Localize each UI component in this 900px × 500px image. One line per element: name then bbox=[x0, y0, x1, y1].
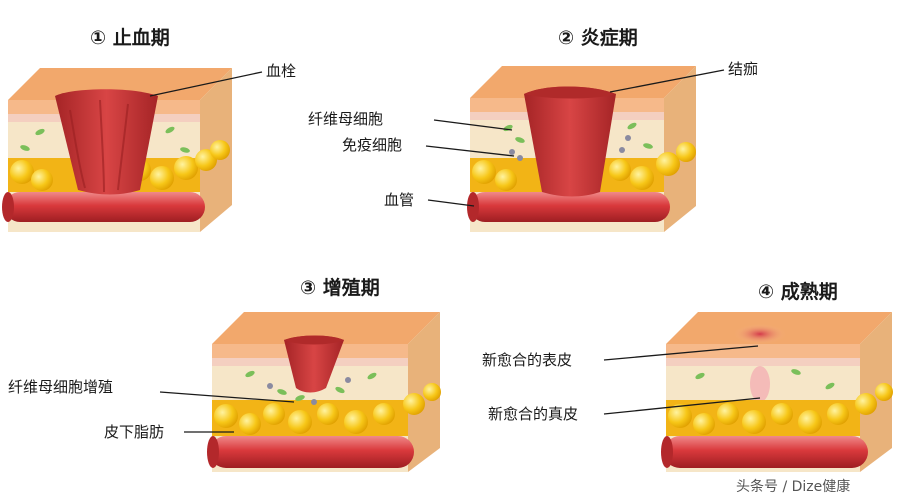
panel-4-title: ④ 成熟期 bbox=[758, 280, 838, 303]
skin-top-surface bbox=[212, 312, 440, 344]
label-blood-vessel: 血管 bbox=[384, 191, 414, 209]
leader-line bbox=[603, 345, 759, 361]
label-immune-cell: 免疫细胞 bbox=[342, 136, 402, 154]
label-fibroblast-proliferation: 纤维母细胞增殖 bbox=[8, 378, 113, 396]
label-thrombus: 血栓 bbox=[266, 62, 296, 80]
fat-layer bbox=[666, 383, 893, 436]
fat-layer bbox=[212, 383, 441, 436]
skin-top-surface bbox=[8, 68, 232, 100]
proliferating-fibroblasts bbox=[245, 370, 377, 401]
panel-1-hemostasis: ① 止血期 bbox=[2, 26, 296, 232]
label-scab: 结痂 bbox=[728, 60, 758, 78]
panel-3-title: ③ 增殖期 bbox=[300, 276, 380, 299]
scab bbox=[284, 335, 344, 345]
new-dermis-area bbox=[750, 366, 770, 402]
blood-vessel bbox=[470, 192, 670, 222]
panel-3-proliferation: ③ 增殖期 bbox=[8, 276, 441, 472]
leader-line bbox=[609, 69, 725, 93]
leader-line bbox=[433, 119, 513, 131]
fibroblast-cells bbox=[20, 126, 190, 153]
skin-block bbox=[661, 312, 893, 472]
leader-line bbox=[427, 199, 475, 207]
panel-2-title: ② 炎症期 bbox=[558, 26, 638, 49]
leader-line bbox=[425, 145, 515, 157]
shrinking-wound bbox=[284, 335, 344, 393]
label-new-epidermis: 新愈合的表皮 bbox=[482, 351, 572, 369]
skin-block bbox=[207, 312, 441, 472]
skin-block bbox=[467, 66, 696, 232]
leader-line bbox=[159, 391, 295, 403]
label-fibroblast: 纤维母细胞 bbox=[308, 110, 383, 128]
panel-4-maturation: ④ 成熟期 bbox=[482, 280, 893, 472]
fibroblast-cells bbox=[695, 369, 835, 390]
leader-line bbox=[149, 71, 263, 97]
immune-cells bbox=[267, 377, 351, 405]
label-new-dermis: 新愈合的真皮 bbox=[488, 405, 578, 423]
healed-scar bbox=[734, 324, 786, 344]
panel-2-inflammation: ② 炎症期 bbox=[308, 26, 758, 232]
wound-clot bbox=[524, 86, 616, 197]
blood-vessel bbox=[210, 436, 414, 468]
watermark: 头条号 / Dize健康 bbox=[736, 478, 850, 495]
epidermis-layer bbox=[666, 344, 860, 358]
blood-vessel bbox=[5, 192, 205, 222]
label-subcutaneous-fat: 皮下脂肪 bbox=[104, 423, 164, 441]
skin-block bbox=[2, 68, 232, 232]
panel-1-title: ① 止血期 bbox=[90, 26, 170, 49]
blood-vessel bbox=[664, 436, 868, 468]
immune-cells bbox=[509, 135, 631, 161]
leader-line bbox=[603, 397, 761, 415]
skin-top-surface bbox=[470, 66, 696, 98]
scab bbox=[524, 86, 616, 99]
